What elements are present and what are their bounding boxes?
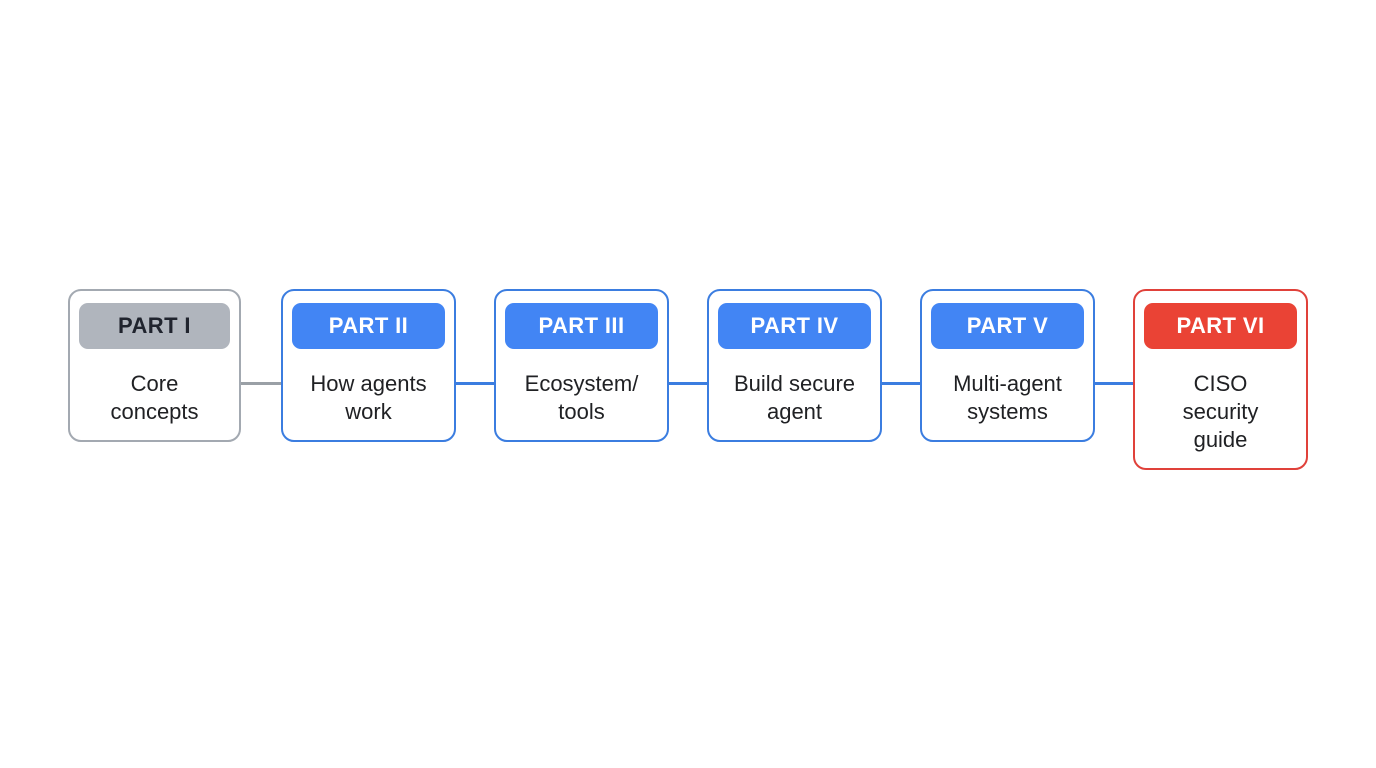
part-card-4[interactable]: PART IV Build secure agent xyxy=(707,289,882,442)
part-badge-5: PART V xyxy=(931,303,1084,349)
connector-part3-part4 xyxy=(666,382,709,385)
part-badge-2: PART II xyxy=(292,303,445,349)
part-card-3[interactable]: PART III Ecosystem/ tools xyxy=(494,289,669,442)
part-body-1: Core concepts xyxy=(110,371,199,424)
part-badge-1: PART I xyxy=(79,303,230,349)
connector-part5-part6 xyxy=(1092,382,1135,385)
part-card-2[interactable]: PART II How agents work xyxy=(281,289,456,442)
part-card-1[interactable]: PART I Core concepts xyxy=(68,289,241,442)
connector-part2-part3 xyxy=(453,382,496,385)
part-badge-6: PART VI xyxy=(1144,303,1297,349)
part-body-3: Ecosystem/ tools xyxy=(524,371,639,424)
part-body-6: CISO security guide xyxy=(1182,371,1259,452)
part-body-2: How agents work xyxy=(310,371,427,424)
part-card-5[interactable]: PART V Multi-agent systems xyxy=(920,289,1095,442)
part-card-6[interactable]: PART VI CISO security guide xyxy=(1133,289,1308,470)
part-body-4: Build secure agent xyxy=(733,371,856,424)
connector-part4-part5 xyxy=(879,382,922,385)
part-body-5: Multi-agent systems xyxy=(953,371,1062,424)
connector-part1-part2 xyxy=(239,382,283,385)
part-badge-4: PART IV xyxy=(718,303,871,349)
part-badge-3: PART III xyxy=(505,303,658,349)
